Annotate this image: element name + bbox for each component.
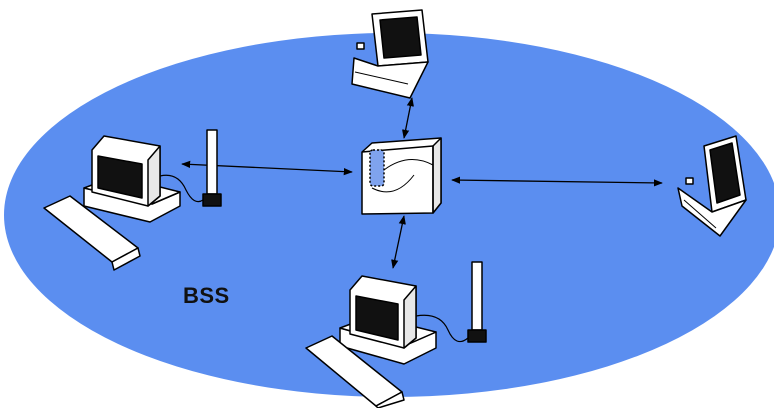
link-ap-desktop-bottom <box>391 215 406 269</box>
bss-coverage-area <box>4 33 774 397</box>
laptop-top-icon <box>351 9 429 99</box>
desktop-bottom-icon <box>305 261 487 408</box>
link-ap-laptop-top <box>402 97 414 139</box>
link-ap-laptop-right <box>451 176 663 187</box>
laptop-right-icon <box>677 135 747 237</box>
bss-label: BSS <box>183 283 230 308</box>
access-point-icon <box>361 137 442 215</box>
desktop-left-icon <box>43 129 222 271</box>
